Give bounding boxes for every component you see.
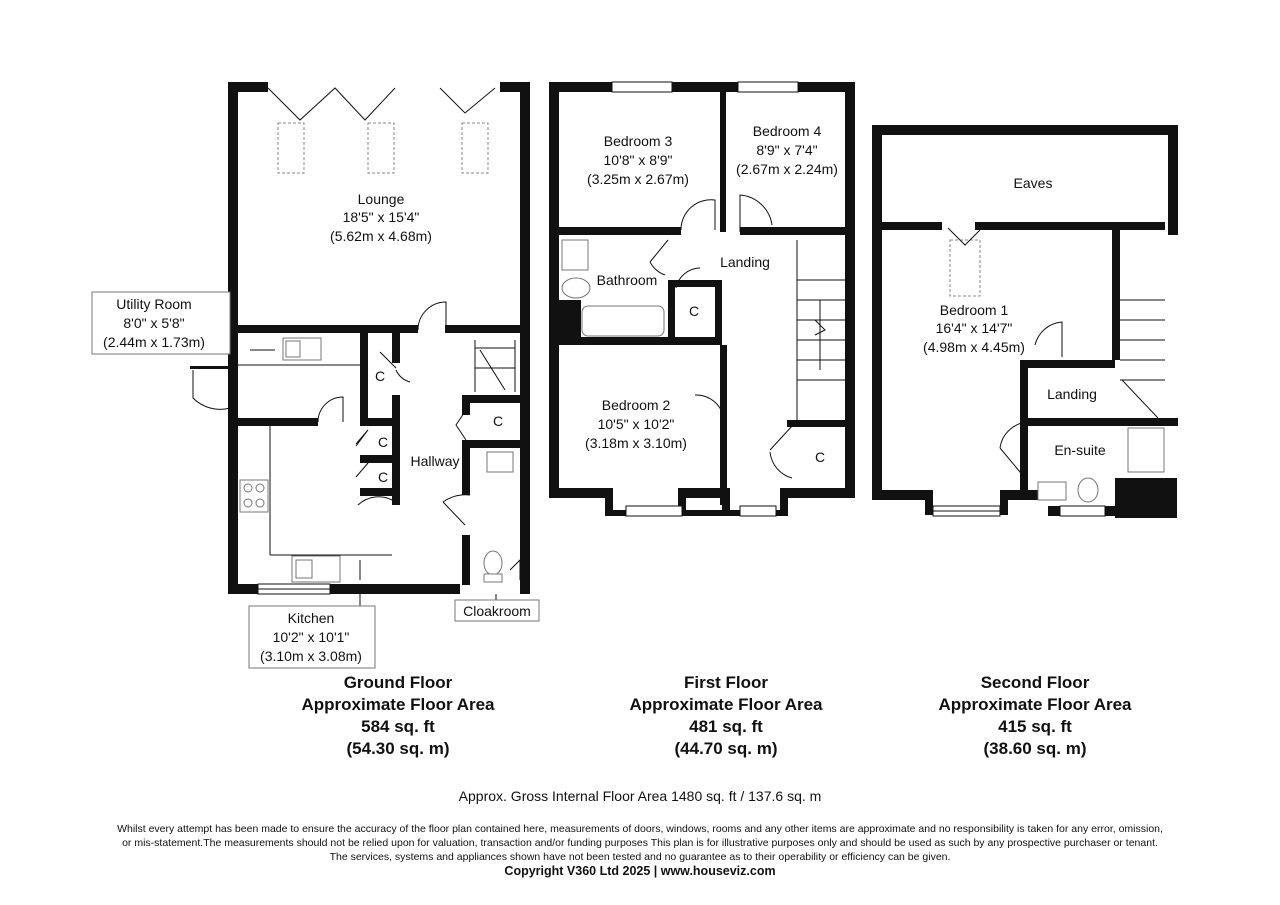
- lounge-name: Lounge: [358, 191, 405, 207]
- hallway-name: Hallway: [410, 453, 459, 469]
- bedroom4-imperial: 8'9" x 7'4": [756, 142, 817, 158]
- lounge-metric: (5.62m x 4.68m): [330, 228, 432, 244]
- floor-subtitle: Approximate Floor Area: [938, 695, 1132, 714]
- bedroom2-name: Bedroom 2: [602, 397, 671, 413]
- eaves-name: Eaves: [1014, 175, 1053, 191]
- disclaimer: Whilst every attempt has been made to en…: [40, 822, 1240, 864]
- floor-subtitle: Approximate Floor Area: [301, 695, 495, 714]
- floor-area-sqft: 415 sq. ft: [998, 717, 1072, 736]
- room-labels: Lounge 18'5" x 15'4" (5.62m x 4.68m) Hal…: [330, 123, 1106, 485]
- lounge-imperial: 18'5" x 15'4": [343, 209, 420, 225]
- floor-name: First Floor: [683, 673, 769, 692]
- first-floor-plan: [549, 81, 855, 517]
- ensuite-name: En-suite: [1054, 442, 1106, 458]
- bedroom3-name: Bedroom 3: [604, 133, 673, 149]
- floor-name: Ground Floor: [343, 673, 453, 692]
- bedroom4-name: Bedroom 4: [753, 123, 822, 139]
- gross-internal-area: Approx. Gross Internal Floor Area 1480 s…: [458, 788, 822, 804]
- cupboard-label: C: [378, 434, 388, 450]
- utility-name: Utility Room: [116, 296, 191, 312]
- kitchen-metric: (3.10m x 3.08m): [260, 648, 362, 664]
- landing2-name: Landing: [1047, 386, 1097, 402]
- floor-subtitle: Approximate Floor Area: [629, 695, 823, 714]
- bedroom4-metric: (2.67m x 2.24m): [736, 161, 838, 177]
- disclaimer-line: or mis-statement.The measurements should…: [122, 837, 1158, 849]
- cupboard-label: C: [378, 469, 388, 485]
- floor-area-sqft: 584 sq. ft: [361, 717, 435, 736]
- bedroom1-imperial: 16'4" x 14'7": [936, 320, 1013, 336]
- disclaimer-line: Whilst every attempt has been made to en…: [117, 823, 1163, 835]
- kitchen-callout: Kitchen 10'2" x 10'1" (3.10m x 3.08m): [248, 605, 376, 669]
- disclaimer-line: The services, systems and appliances sho…: [329, 851, 951, 863]
- second-floor-summary: Second Floor Approximate Floor Area 415 …: [885, 672, 1185, 760]
- floor-area-sqft: 481 sq. ft: [689, 717, 763, 736]
- bedroom3-metric: (3.25m x 2.67m): [587, 171, 689, 187]
- floor-name: Second Floor: [980, 673, 1090, 692]
- second-floor-plan: [872, 125, 1178, 518]
- first-floor-summary: First Floor Approximate Floor Area 481 s…: [576, 672, 876, 760]
- ground-floor-plan: [190, 82, 530, 606]
- floor-area-sqm: (38.60 sq. m): [983, 739, 1087, 758]
- floor-area-sqm: (54.30 sq. m): [346, 739, 450, 758]
- bedroom1-name: Bedroom 1: [940, 302, 1009, 318]
- cupboard-label: C: [815, 449, 825, 465]
- utility-metric: (2.44m x 1.73m): [103, 334, 205, 350]
- bathroom-name: Bathroom: [597, 272, 658, 288]
- kitchen-name: Kitchen: [288, 610, 335, 626]
- bedroom2-imperial: 10'5" x 10'2": [598, 416, 675, 432]
- utility-imperial: 8'0" x 5'8": [123, 315, 184, 331]
- landing1-name: Landing: [720, 254, 770, 270]
- copyright: Copyright V360 Ltd 2025 | www.houseviz.c…: [504, 864, 776, 878]
- kitchen-imperial: 10'2" x 10'1": [273, 629, 350, 645]
- utility-room-callout: Utility Room 8'0" x 5'8" (2.44m x 1.73m): [91, 291, 231, 355]
- ground-floor-summary: Ground Floor Approximate Floor Area 584 …: [248, 672, 548, 760]
- cloakroom-name: Cloakroom: [463, 603, 531, 619]
- bedroom2-metric: (3.18m x 3.10m): [585, 435, 687, 451]
- cupboard-label: C: [375, 368, 385, 384]
- cupboard-label: C: [689, 303, 699, 319]
- cloakroom-callout: Cloakroom: [454, 599, 540, 622]
- cupboard-label: C: [493, 413, 503, 429]
- bedroom3-imperial: 10'8" x 8'9": [604, 152, 673, 168]
- bedroom1-metric: (4.98m x 4.45m): [923, 339, 1025, 355]
- floor-area-sqm: (44.70 sq. m): [674, 739, 778, 758]
